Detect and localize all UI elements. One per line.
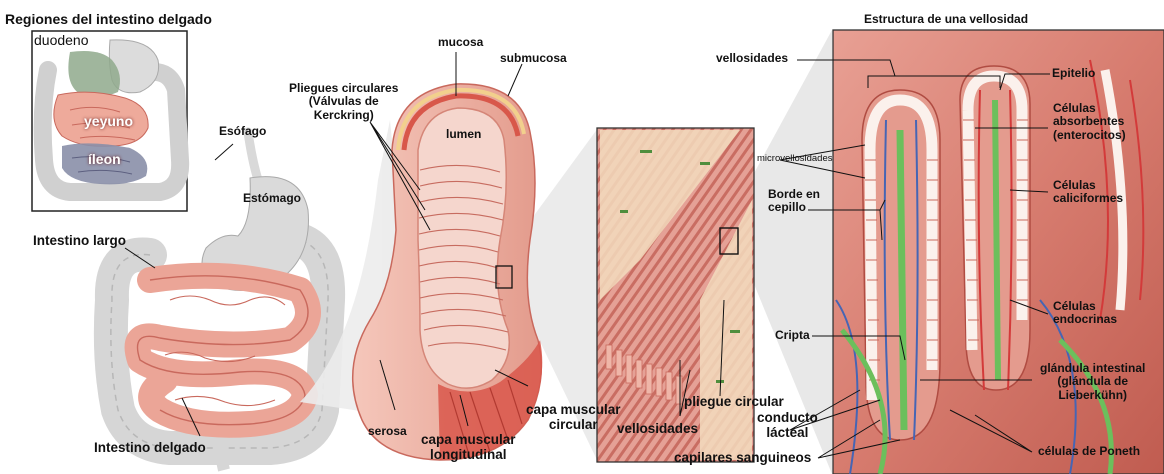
submucosa-label: submucosa	[500, 52, 567, 65]
microvilli-label: microvellosidades	[757, 154, 833, 165]
epithelium-label: Epitelio	[1052, 67, 1095, 80]
goblet-cells-label: Células caliciformes	[1053, 179, 1123, 206]
ileum-label: íleon	[88, 152, 121, 168]
capillaries-label: capilares sanguineos	[674, 450, 811, 465]
esophagus-label: Esófago	[219, 125, 266, 138]
duodenum-label: duodeno	[34, 33, 89, 49]
circular-muscle-label: capa muscular circular	[526, 402, 621, 432]
villus-title: Estructura de una vellosidad	[864, 13, 1028, 26]
stomach-label: Estómago	[243, 192, 301, 205]
regions-title: Regiones del intestino delgado	[5, 12, 212, 28]
serosa-label: serosa	[368, 425, 407, 438]
lacteal-label: conducto lácteal	[757, 410, 818, 440]
circular-folds-label: Pliegues circulares (Válvulas de Kerckri…	[289, 82, 398, 122]
large-intestine-label: Intestino largo	[33, 233, 126, 248]
brush-border-label: Borde en cepillo	[768, 188, 820, 215]
jejunum-label: yeyuno	[84, 114, 133, 130]
paneth-cells-label: células de Poneth	[1038, 445, 1140, 458]
villus-illustration	[833, 30, 1164, 474]
mucosa-label: mucosa	[438, 36, 483, 49]
crypt-label: Cripta	[775, 329, 810, 342]
villi-label-mid: vellosidades	[617, 421, 698, 436]
circular-fold-label: pliegue circular	[684, 394, 784, 409]
absorptive-cells-label: Células absorbentes (enterocitos)	[1053, 102, 1126, 142]
small-intestine-label: Intestino delgado	[94, 440, 206, 455]
longitudinal-muscle-label: capa muscular longitudinal	[421, 432, 516, 462]
lumen-label: lumen	[446, 128, 481, 141]
endocrine-cells-label: Células endocrinas	[1053, 300, 1117, 327]
villi-label-right: vellosidades	[716, 52, 788, 65]
intestinal-gland-label: glándula intestinal (glándula de Lieberk…	[1040, 362, 1145, 402]
